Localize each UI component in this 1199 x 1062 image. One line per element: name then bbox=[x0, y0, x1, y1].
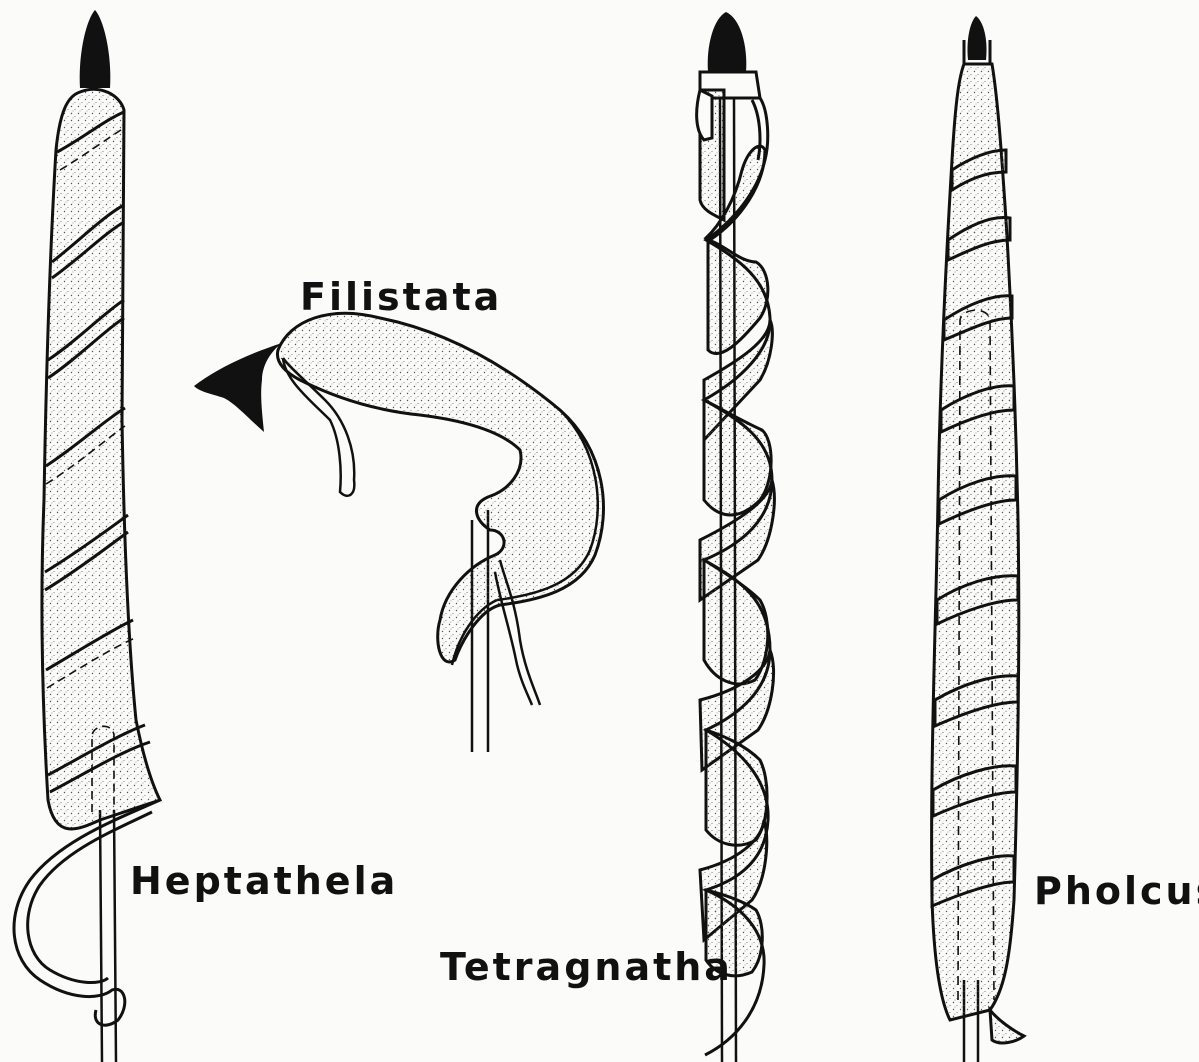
filistata-body bbox=[277, 313, 603, 662]
pholcus-flap bbox=[990, 1010, 1024, 1043]
label-heptathela: Heptathela bbox=[130, 862, 398, 900]
label-tetragnatha: Tetragnatha bbox=[440, 948, 733, 986]
filistata-drawing bbox=[194, 313, 603, 752]
label-filistata: Filistata bbox=[300, 278, 502, 316]
filistata-tube bbox=[472, 510, 488, 752]
tetragnatha-tip bbox=[708, 12, 747, 72]
pholcus-tip bbox=[967, 16, 986, 60]
tetragnatha-drawing bbox=[697, 12, 775, 1062]
pholcus-drawing bbox=[932, 16, 1024, 1062]
heptathela-drawing bbox=[14, 10, 160, 1062]
heptathela-tip bbox=[80, 10, 111, 88]
label-pholcus: Pholcus bbox=[1034, 872, 1199, 910]
filistata-tip bbox=[194, 343, 282, 432]
heptathela-body bbox=[42, 89, 160, 829]
heptathela-loop bbox=[14, 800, 160, 1025]
